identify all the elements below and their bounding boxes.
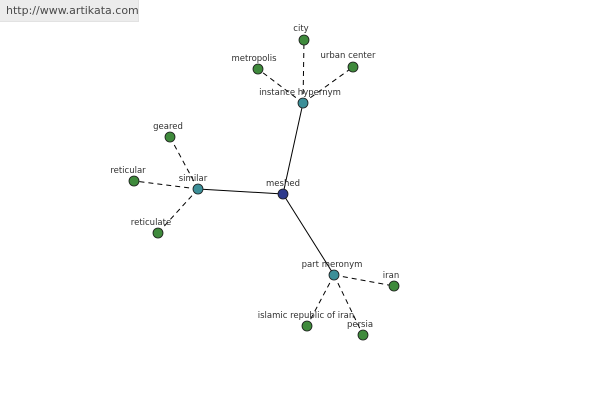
node-marker-metropolis[interactable]	[252, 63, 264, 75]
node-marker-meshed[interactable]	[277, 188, 289, 200]
node-marker-part-meronym[interactable]	[328, 269, 340, 281]
node-marker-reticulate[interactable]	[152, 227, 164, 239]
node-islamic-republic-of-iran[interactable]: islamic republic of iran	[258, 311, 355, 332]
node-label-islamic-republic-of-iran: islamic republic of iran	[258, 311, 355, 321]
edge-part-meronym-islamic-republic-of-iran	[306, 274, 335, 327]
node-metropolis[interactable]: metropolis	[231, 54, 277, 75]
node-label-city: city	[293, 24, 308, 34]
node-iran[interactable]: iran	[383, 271, 400, 292]
node-marker-islamic-republic-of-iran[interactable]	[301, 320, 313, 332]
node-reticulate[interactable]: reticulate	[131, 218, 171, 239]
edge-similar-geared	[169, 136, 199, 190]
node-similar[interactable]: similar	[179, 174, 208, 195]
node-label-part-meronym: part meronym	[302, 260, 363, 270]
node-reticular[interactable]: reticular	[110, 166, 146, 187]
site-url-badge[interactable]: http://www.artikata.com	[0, 0, 139, 22]
node-label-iran: iran	[383, 271, 399, 281]
node-label-instance-hypernym: instance hypernym	[259, 88, 341, 98]
edge-part-meronym-persia	[333, 274, 364, 336]
node-label-reticulate: reticulate	[131, 218, 171, 228]
edge-part-meronym-iran	[333, 274, 395, 287]
node-marker-persia[interactable]	[357, 329, 369, 341]
node-label-reticular: reticular	[110, 166, 146, 176]
edge-meshed-part-meronym	[282, 193, 335, 276]
node-label-similar: similar	[179, 174, 208, 184]
edge-instance-hypernym-metropolis	[257, 68, 304, 104]
edge-similar-reticulate	[157, 188, 199, 234]
node-label-meshed: meshed	[266, 179, 300, 189]
node-marker-urban-center[interactable]	[347, 61, 359, 73]
node-marker-iran[interactable]	[388, 280, 400, 292]
node-meshed[interactable]: meshed	[266, 179, 300, 200]
node-geared[interactable]: geared	[153, 122, 183, 143]
node-marker-geared[interactable]	[164, 131, 176, 143]
node-urban-center[interactable]: urban center	[321, 51, 376, 73]
node-label-urban-center: urban center	[321, 51, 376, 61]
node-part-meronym[interactable]: part meronym	[302, 260, 363, 281]
node-marker-similar[interactable]	[192, 183, 204, 195]
node-marker-instance-hypernym[interactable]	[297, 97, 309, 109]
center-edges	[197, 102, 335, 276]
leaf-edges	[133, 39, 395, 336]
node-marker-reticular[interactable]	[128, 175, 140, 187]
node-label-geared: geared	[153, 122, 183, 132]
edge-instance-hypernym-urban-center	[302, 66, 354, 104]
edge-similar-reticular	[133, 180, 199, 190]
node-city[interactable]: city	[293, 24, 310, 46]
edge-meshed-similar	[197, 188, 284, 195]
edge-instance-hypernym-city	[302, 39, 305, 104]
node-marker-city[interactable]	[298, 34, 310, 46]
node-persia[interactable]: persia	[347, 320, 373, 341]
edge-meshed-instance-hypernym	[282, 102, 304, 195]
node-instance-hypernym[interactable]: instance hypernym	[259, 88, 341, 109]
node-label-metropolis: metropolis	[231, 54, 277, 64]
node-label-persia: persia	[347, 320, 373, 330]
